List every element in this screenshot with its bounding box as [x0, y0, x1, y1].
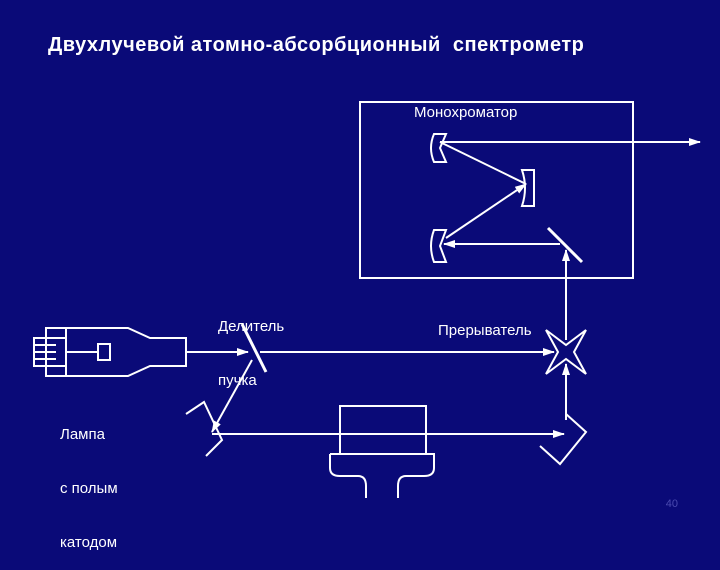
atomizer-burner	[329, 453, 435, 498]
label-lamp-line1: Лампа	[60, 426, 105, 443]
page-number: 40	[665, 498, 678, 510]
label-beam-splitter-line2: пучка	[218, 372, 257, 389]
label-beam-splitter-line1: Делитель	[218, 318, 285, 335]
mono-mirror-top	[430, 133, 448, 163]
mirror-lower-right	[539, 413, 588, 466]
mono-mirror-bottom	[430, 229, 448, 263]
beam-mono-up	[445, 183, 527, 239]
slide-title: Двухлучевой атомно-абсорбционный спектро…	[48, 34, 585, 56]
monochromator-plane-mirror	[546, 226, 584, 264]
sample-cell	[339, 405, 427, 455]
hollow-cathode-lamp	[33, 327, 187, 377]
mirror-lower-left	[185, 400, 224, 457]
chopper	[545, 329, 587, 375]
label-chopper: Прерыватель	[438, 322, 532, 339]
mono-grating	[520, 169, 535, 207]
label-lamp-line3: катодом	[60, 534, 118, 551]
label-lamp-line2: с полым	[60, 480, 118, 497]
beam-mono-down	[439, 141, 527, 185]
spectrometer-diagram	[33, 101, 701, 498]
label-lamp: Лампа с полым катодом	[60, 390, 118, 570]
label-monochromator: Монохроматор	[414, 104, 518, 121]
beam-splitter-to-mirror	[211, 359, 253, 433]
beam-splitter	[240, 323, 268, 373]
monochromator-box	[359, 101, 634, 279]
label-beam-splitter: Делитель пучка	[218, 282, 284, 408]
